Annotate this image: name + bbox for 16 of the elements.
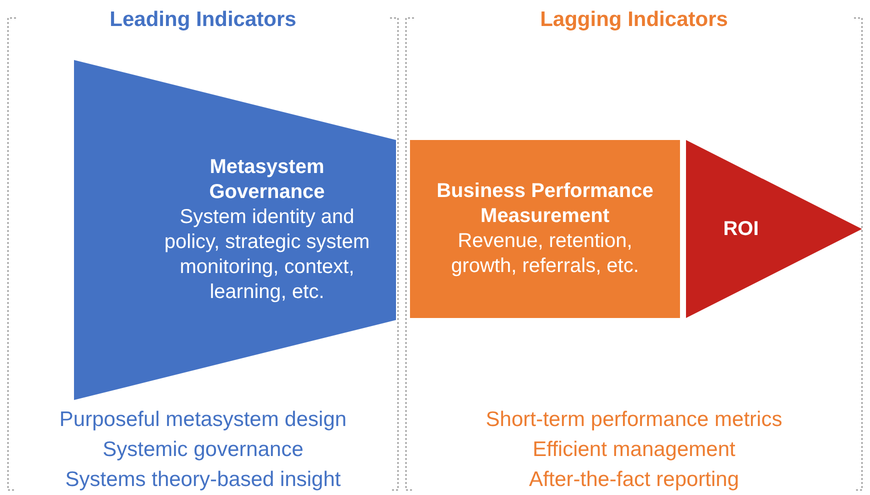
process-box	[410, 140, 680, 318]
box-title: ROI	[722, 216, 760, 242]
indicator-text: Systems theory-based insight	[64, 468, 342, 492]
indicator-text: Systemic governance	[102, 438, 304, 462]
box-description: Revenue, retention, growth, referrals, etc.	[450, 229, 640, 279]
arrow-triangle	[686, 140, 862, 318]
section-heading: Leading Indicators	[108, 8, 298, 32]
indicator-text: Short-term performance metrics	[484, 408, 784, 432]
box-description: System identity and policy, strategic system monitoring, context, learning, etc.	[163, 205, 371, 305]
box-title: Metasystem Governance	[208, 155, 326, 205]
trapezoid-shape	[74, 60, 396, 400]
box-title: Business Performance Measurement	[436, 179, 654, 229]
indicator-text: Efficient management	[532, 438, 736, 462]
indicator-text: After-the-fact reporting	[528, 468, 740, 492]
indicator-text: Purposeful metasystem design	[58, 408, 348, 432]
section-heading: Lagging Indicators	[539, 8, 729, 32]
